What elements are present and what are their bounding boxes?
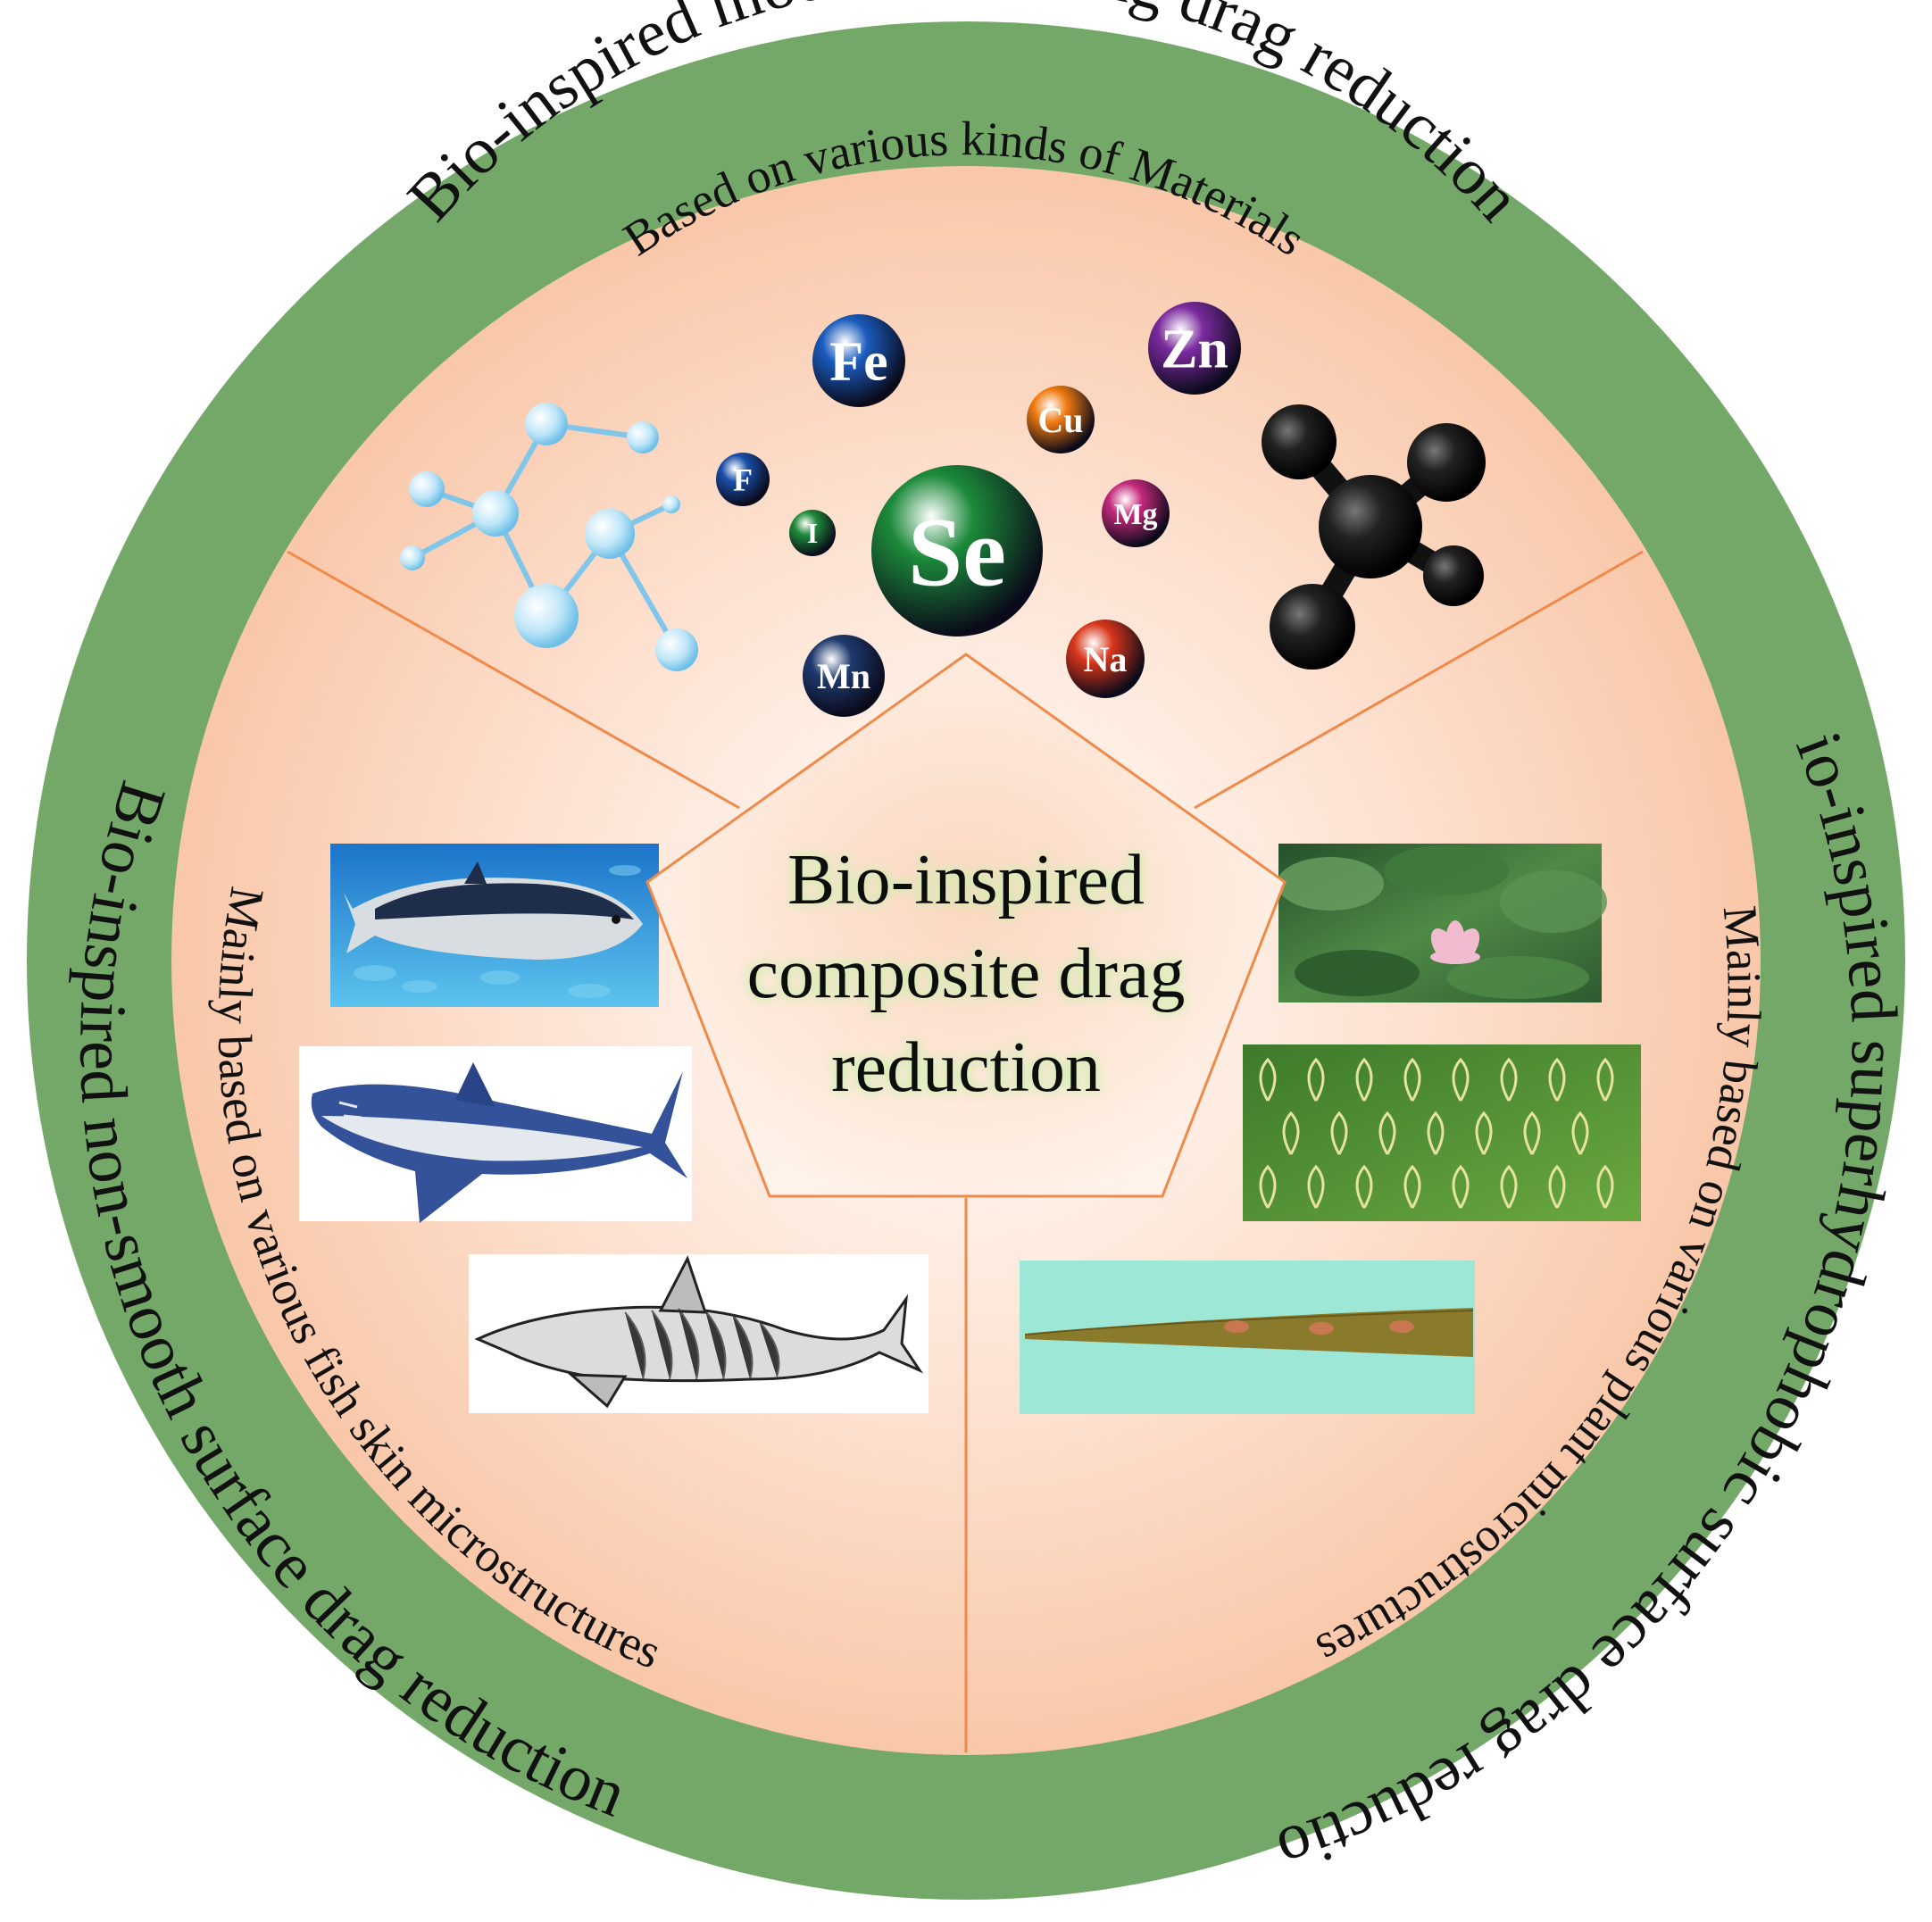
shark-image: [299, 1046, 692, 1223]
element-label-mg: Mg: [1113, 498, 1157, 531]
element-sphere-zn: [1148, 302, 1241, 395]
center-title: Bio-inspired composite drag reduction: [747, 841, 1186, 1107]
salvinia-hair-19: [1452, 1164, 1470, 1209]
element-label-i: I: [807, 517, 818, 549]
element-sphere-f: [716, 453, 770, 506]
salvinia-hair-4: [1452, 1057, 1470, 1102]
salvinia-hair-7: [1596, 1057, 1614, 1102]
salvinia-hair-9: [1330, 1111, 1348, 1155]
lotus-pond-image: [1277, 844, 1607, 1003]
salvinia-image: [1243, 1044, 1641, 1221]
salvinia-hair-0: [1259, 1057, 1277, 1102]
center-line-2: composite drag: [747, 935, 1186, 1013]
leaf-cross-section-image: [1020, 1261, 1475, 1414]
element-label-cu: Cu: [1037, 400, 1083, 440]
salvinia-hair-5: [1500, 1057, 1518, 1102]
element-sphere-na: [1066, 620, 1145, 698]
salvinia-hair-13: [1523, 1111, 1541, 1155]
center-line-3: reduction: [831, 1028, 1101, 1107]
salvinia-hair-6: [1548, 1057, 1566, 1102]
element-label-mn: Mn: [817, 656, 870, 696]
element-sphere-i: [789, 510, 836, 556]
salvinia-hair-22: [1596, 1164, 1614, 1209]
divider-right: [1194, 550, 1644, 810]
element-label-zn: Zn: [1161, 320, 1228, 380]
element-label-f: F: [733, 462, 753, 498]
center-pentagon: [645, 653, 1287, 1198]
element-sphere-cu: [1027, 386, 1095, 453]
tuna-image: [330, 844, 659, 1007]
salvinia-hair-1: [1307, 1057, 1325, 1102]
salvinia-hairs: [1259, 1057, 1614, 1209]
element-label-na: Na: [1084, 639, 1128, 679]
element-sphere-mg: [1102, 479, 1170, 547]
element-sphere-fe: [812, 314, 905, 407]
salvinia-hair-10: [1378, 1111, 1396, 1155]
element-sphere-se: [871, 465, 1043, 637]
salvinia-hair-11: [1427, 1111, 1445, 1155]
center-line-1: Bio-inspired: [787, 841, 1145, 919]
salvinia-hair-3: [1403, 1057, 1421, 1102]
salvinia-hair-21: [1548, 1164, 1566, 1209]
dolphin-image: [469, 1254, 929, 1413]
divider-left: [287, 550, 740, 810]
glass-molecule-icon: [400, 403, 698, 671]
black-molecule-icon: [1262, 404, 1486, 670]
salvinia-hair-14: [1571, 1111, 1589, 1155]
element-sphere-mn: [803, 635, 885, 717]
salvinia-hair-18: [1403, 1164, 1421, 1209]
element-label-se: Se: [908, 498, 1006, 607]
salvinia-hair-16: [1307, 1164, 1325, 1209]
salvinia-hair-15: [1259, 1164, 1277, 1209]
salvinia-hair-17: [1355, 1164, 1373, 1209]
element-label-fe: Fe: [829, 332, 887, 393]
salvinia-hair-12: [1475, 1111, 1493, 1155]
salvinia-hair-20: [1500, 1164, 1518, 1209]
salvinia-hair-8: [1282, 1111, 1300, 1155]
salvinia-hair-2: [1355, 1057, 1373, 1102]
